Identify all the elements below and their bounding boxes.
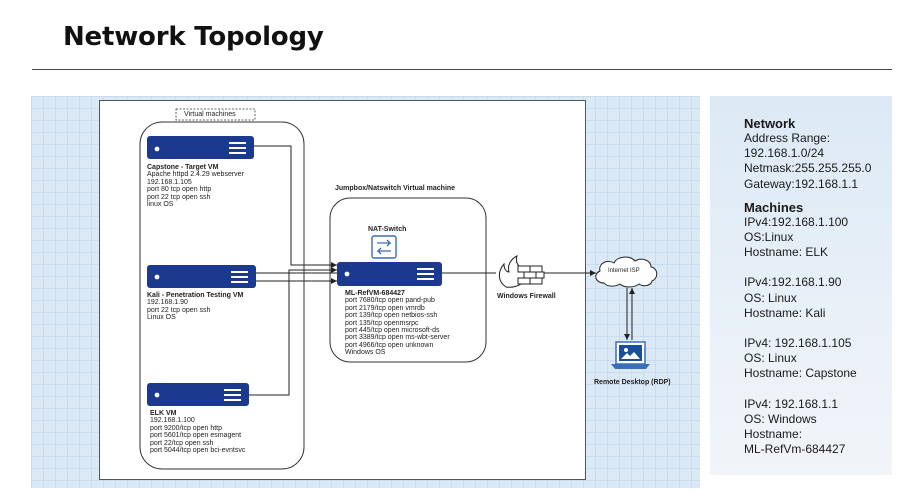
- virtual-machines-label-box: [175, 108, 256, 121]
- machine-detail: IPv4:192.168.1.90: [744, 275, 842, 290]
- remote-desktop-label: Remote Desktop (RDP): [594, 379, 671, 386]
- kali-server-icon: [147, 265, 256, 288]
- virtual-machines-label: Virtual machines: [184, 111, 236, 118]
- kali-detail-line: 192.168.1.90: [147, 299, 188, 307]
- kali-title: Kali - Penetration Testing VM: [147, 292, 244, 299]
- jumpbox-detail-line: port 3389/tcp open ms-wbt-server: [345, 334, 450, 342]
- internet-cloud-icon: [595, 256, 658, 288]
- machine-detail: ML-RefVm-684427: [744, 442, 846, 457]
- machine-detail: OS: Linux: [744, 290, 797, 305]
- nat-switch-label: NAT-Switch: [368, 226, 407, 233]
- elk-link: [249, 269, 337, 396]
- capstone-link: [254, 145, 337, 266]
- jumpbox-detail-line: port 135/tcp openmsrpc: [345, 319, 419, 327]
- machine-detail: IPv4:192.168.1.100: [744, 214, 849, 229]
- kali-detail-line: Linux OS: [147, 314, 176, 322]
- machine-detail: OS: Linux: [744, 351, 797, 366]
- capstone-detail-line: port 80 tcp open http: [147, 186, 212, 194]
- title-divider: [32, 69, 892, 70]
- nat-switch-icon: [371, 235, 397, 259]
- machine-detail: IPv4: 192.168.1.105: [744, 336, 852, 351]
- kali-detail-line: port 22 tcp open ssh: [147, 306, 211, 314]
- internet-isp-label: Internet ISP: [608, 268, 640, 274]
- jumpbox-detail-line: port 2179/tcp open vmrdb: [345, 304, 425, 312]
- virtual-machines-group: [139, 121, 305, 470]
- jumpbox-detail-line: port 7680/tcp open pand-pub: [345, 297, 435, 305]
- network-detail: 192.168.1.0/24: [744, 146, 825, 161]
- jumpbox-details: ML-RefVM-684427 port 7680/tcp open pand-…: [345, 290, 450, 357]
- machine-detail: OS: Windows: [744, 411, 817, 426]
- kali-details: Kali - Penetration Testing VM 192.168.1.…: [147, 292, 243, 322]
- machine-detail: Hostname: Kali: [744, 305, 826, 320]
- machine-detail: OS:Linux: [744, 230, 794, 245]
- page-title: Network Topology: [63, 22, 324, 52]
- jumpbox-server-icon: [337, 262, 442, 286]
- elk-detail-line: port 5601/tcp open esmagent: [150, 432, 242, 440]
- firewall-icon: [498, 255, 545, 288]
- jumpbox-detail-line: Windows OS: [345, 349, 386, 357]
- capstone-details: Capstone - Target VM Apache httpd 2.4.29…: [147, 164, 244, 208]
- diagram-canvas: [99, 100, 586, 480]
- elk-details: ELK VM 192.168.1.100 port 9200/tcp open …: [150, 410, 245, 454]
- capstone-detail-line: linux OS: [147, 201, 174, 209]
- machine-detail: Hostname: Capstone: [744, 366, 857, 381]
- elk-detail-line: port 22/tcp open ssh: [150, 439, 214, 447]
- capstone-detail-line: Apache httpd 2.4.29 webserver: [147, 171, 244, 179]
- machines-heading: Machines: [744, 199, 804, 215]
- capstone-detail-line: port 22 tcp open ssh: [147, 193, 211, 201]
- machine-detail: Hostname:: [744, 427, 803, 442]
- capstone-detail-line: 192.168.1.105: [147, 178, 192, 186]
- jumpbox-detail-line: port 4966/tcp open unknown: [345, 341, 434, 349]
- network-detail: Netmask:255.255.255.0: [744, 161, 872, 176]
- machine-detail: Hostname: ELK: [744, 245, 829, 260]
- elk-server-icon: [147, 383, 249, 406]
- jumpbox-group: [329, 197, 487, 363]
- windows-firewall-label: Windows Firewall: [497, 293, 556, 300]
- elk-detail-line: 192.168.1.100: [150, 417, 195, 425]
- jumpbox-title: ML-RefVM-684427: [345, 290, 405, 297]
- elk-detail-line: port 9200/tcp open http: [150, 424, 222, 432]
- network-detail: Address Range:: [744, 131, 831, 145]
- capstone-title: Capstone - Target VM: [147, 164, 219, 171]
- machine-detail: IPv4: 192.168.1.1: [744, 396, 839, 411]
- network-info-panel: Network Address Range: 192.168.1.0/24 Ne…: [710, 96, 892, 475]
- network-detail: Gateway:192.168.1.1: [744, 176, 859, 191]
- capstone-server-icon: [147, 136, 254, 159]
- jumpbox-group-label: Jumpbox/Natswitch Virtual machine: [335, 185, 456, 192]
- network-heading: Network: [744, 116, 796, 131]
- jumpbox-detail-line: port 139/tcp open netbios-ssh: [345, 312, 438, 320]
- elk-title: ELK VM: [150, 410, 177, 417]
- elk-detail-line: port 5044/tcp open bci-evntsvc: [150, 447, 246, 455]
- connector-lines: [249, 145, 633, 396]
- jumpbox-detail-line: port 445/tcp open microsoft-ds: [345, 327, 440, 335]
- remote-desktop-icon: [611, 341, 650, 369]
